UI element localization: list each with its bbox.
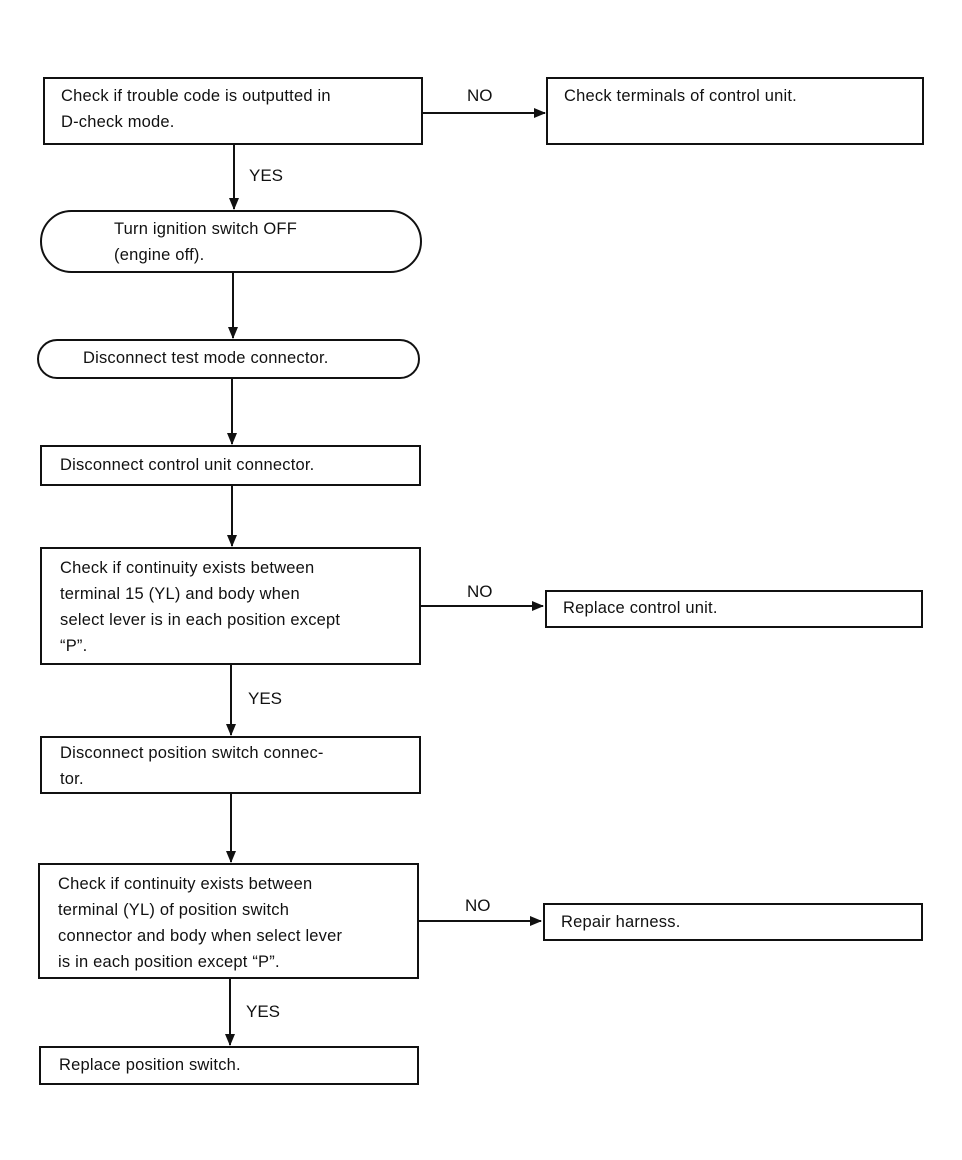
node-replace-position-switch: Replace position switch. [39, 1046, 419, 1085]
node-disconnect-test-mode: Disconnect test mode connector. [37, 339, 420, 379]
node-repair-harness: Repair harness. [543, 903, 923, 941]
node-disconnect-position-switch: Disconnect position switch connec- tor. [40, 736, 421, 794]
node-check-continuity-yl: Check if continuity exists between termi… [38, 863, 419, 979]
node-disconnect-control-unit: Disconnect control unit connector. [40, 445, 421, 486]
node-replace-control-unit: Replace control unit. [545, 590, 923, 628]
label-no-1: NO [467, 86, 493, 105]
label-yes-3: YES [246, 1002, 281, 1021]
node-check-terminals: Check terminals of control unit. [546, 77, 924, 145]
node-check-trouble-code: Check if trouble code is outputted in D-… [43, 77, 423, 145]
label-yes-1: YES [249, 166, 284, 185]
label-no-3: NO [465, 896, 491, 915]
label-no-2: NO [467, 582, 493, 601]
node-turn-ignition-off: Turn ignition switch OFF (engine off). [40, 210, 422, 273]
node-check-continuity-15: Check if continuity exists between termi… [40, 547, 421, 665]
label-yes-2: YES [248, 689, 283, 708]
